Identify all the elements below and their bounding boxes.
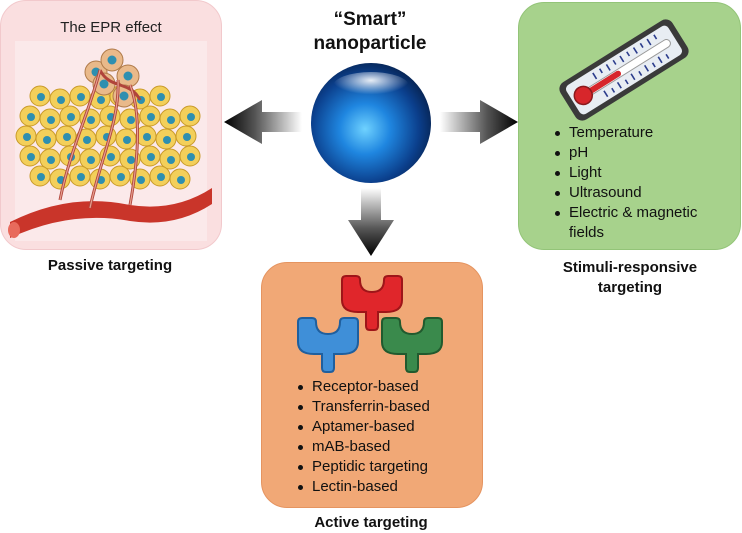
- tumor-cell-nucleus: [117, 173, 125, 181]
- tumor-cell-nucleus: [123, 136, 131, 144]
- tumor-cell-nucleus: [183, 133, 191, 141]
- nanoparticle-title-line1: “Smart”: [333, 9, 407, 30]
- tumor-cell-nucleus: [97, 96, 105, 104]
- active-targeting-caption: Active targeting: [314, 514, 428, 531]
- tumor-cell-nucleus: [83, 136, 91, 144]
- active-item: Peptidic targeting: [298, 457, 478, 477]
- active-item: Aptamer-based: [298, 417, 478, 437]
- tumor-cell-nucleus: [163, 136, 171, 144]
- tumor-cell-nucleus: [157, 173, 165, 181]
- active-targeting-panel: Receptor-based Transferrin-based Aptamer…: [261, 262, 483, 508]
- tumor-cell-nucleus: [157, 93, 165, 101]
- stimuli-item: pH: [555, 143, 735, 163]
- stimuli-item: Ultrasound: [555, 183, 735, 203]
- active-list: Receptor-based Transferrin-based Aptamer…: [298, 377, 478, 497]
- receptor-icon-blue: [297, 317, 359, 373]
- tumor-cell-nucleus: [167, 116, 175, 124]
- receptor-icon-green: [381, 317, 443, 373]
- stimuli-list: Temperature pH Light Ultrasound Electric…: [555, 123, 735, 243]
- nanoparticle-cell-nucleus: [107, 55, 117, 65]
- stimuli-caption-line1: Stimuli-responsive: [562, 259, 698, 276]
- nanoparticle-title: “Smart” nanoparticle: [270, 8, 470, 56]
- tumor-cell-nucleus: [37, 93, 45, 101]
- arrow-to-passive: [224, 100, 302, 144]
- passive-targeting-caption: Passive targeting: [47, 257, 173, 274]
- tumor-cell-nucleus: [127, 116, 135, 124]
- tumor-cell-nucleus: [147, 153, 155, 161]
- tumor-cell-nucleus: [187, 113, 195, 121]
- tumor-cell-nucleus: [47, 156, 55, 164]
- active-item: Transferrin-based: [298, 397, 478, 417]
- nanoparticle-cell-nucleus: [99, 79, 109, 89]
- epr-tissue-icon: [8, 48, 212, 238]
- tumor-cell-nucleus: [127, 156, 135, 164]
- tumor-cell-nucleus: [43, 136, 51, 144]
- active-item: mAB-based: [298, 437, 478, 457]
- stimuli-item: Temperature: [555, 123, 735, 143]
- arrow-to-stimuli: [440, 100, 518, 144]
- stimuli-responsive-caption: Stimuli-responsive targeting: [540, 258, 720, 298]
- tumor-cell-nucleus: [57, 96, 65, 104]
- tumor-cell-nucleus: [47, 116, 55, 124]
- tumor-cell-nucleus: [87, 116, 95, 124]
- active-item: Receptor-based: [298, 377, 478, 397]
- tumor-cell-nucleus: [107, 153, 115, 161]
- tumor-cell-nucleus: [177, 176, 185, 184]
- tumor-cell-nucleus: [187, 153, 195, 161]
- tumor-cell-nucleus: [27, 153, 35, 161]
- tumor-cell-nucleus: [147, 113, 155, 121]
- tumor-cell-nucleus: [137, 176, 145, 184]
- epr-title: The EPR effect: [60, 19, 162, 36]
- tumor-cell-nucleus: [27, 113, 35, 121]
- tumor-cell-nucleus: [77, 93, 85, 101]
- nanoparticle-title-line2: nanoparticle: [313, 33, 427, 54]
- stimuli-caption-line2: targeting: [597, 279, 663, 296]
- stimuli-item: Light: [555, 163, 735, 183]
- active-item: Lectin-based: [298, 477, 478, 497]
- nanoparticle-cell-nucleus: [119, 91, 129, 101]
- tumor-cell-nucleus: [37, 173, 45, 181]
- stimuli-item: Electric & magnetic fields: [555, 203, 735, 243]
- tumor-cell-nucleus: [77, 173, 85, 181]
- tumor-cell-nucleus: [87, 156, 95, 164]
- tumor-cell-nucleus: [143, 133, 151, 141]
- tumor-cell-nucleus: [23, 133, 31, 141]
- nanoparticle-cell-nucleus: [123, 71, 133, 81]
- tumor-cell-nucleus: [67, 113, 75, 121]
- tumor-cell-nucleus: [167, 156, 175, 164]
- tumor-cell-nucleus: [63, 133, 71, 141]
- arrow-to-active: [348, 188, 394, 256]
